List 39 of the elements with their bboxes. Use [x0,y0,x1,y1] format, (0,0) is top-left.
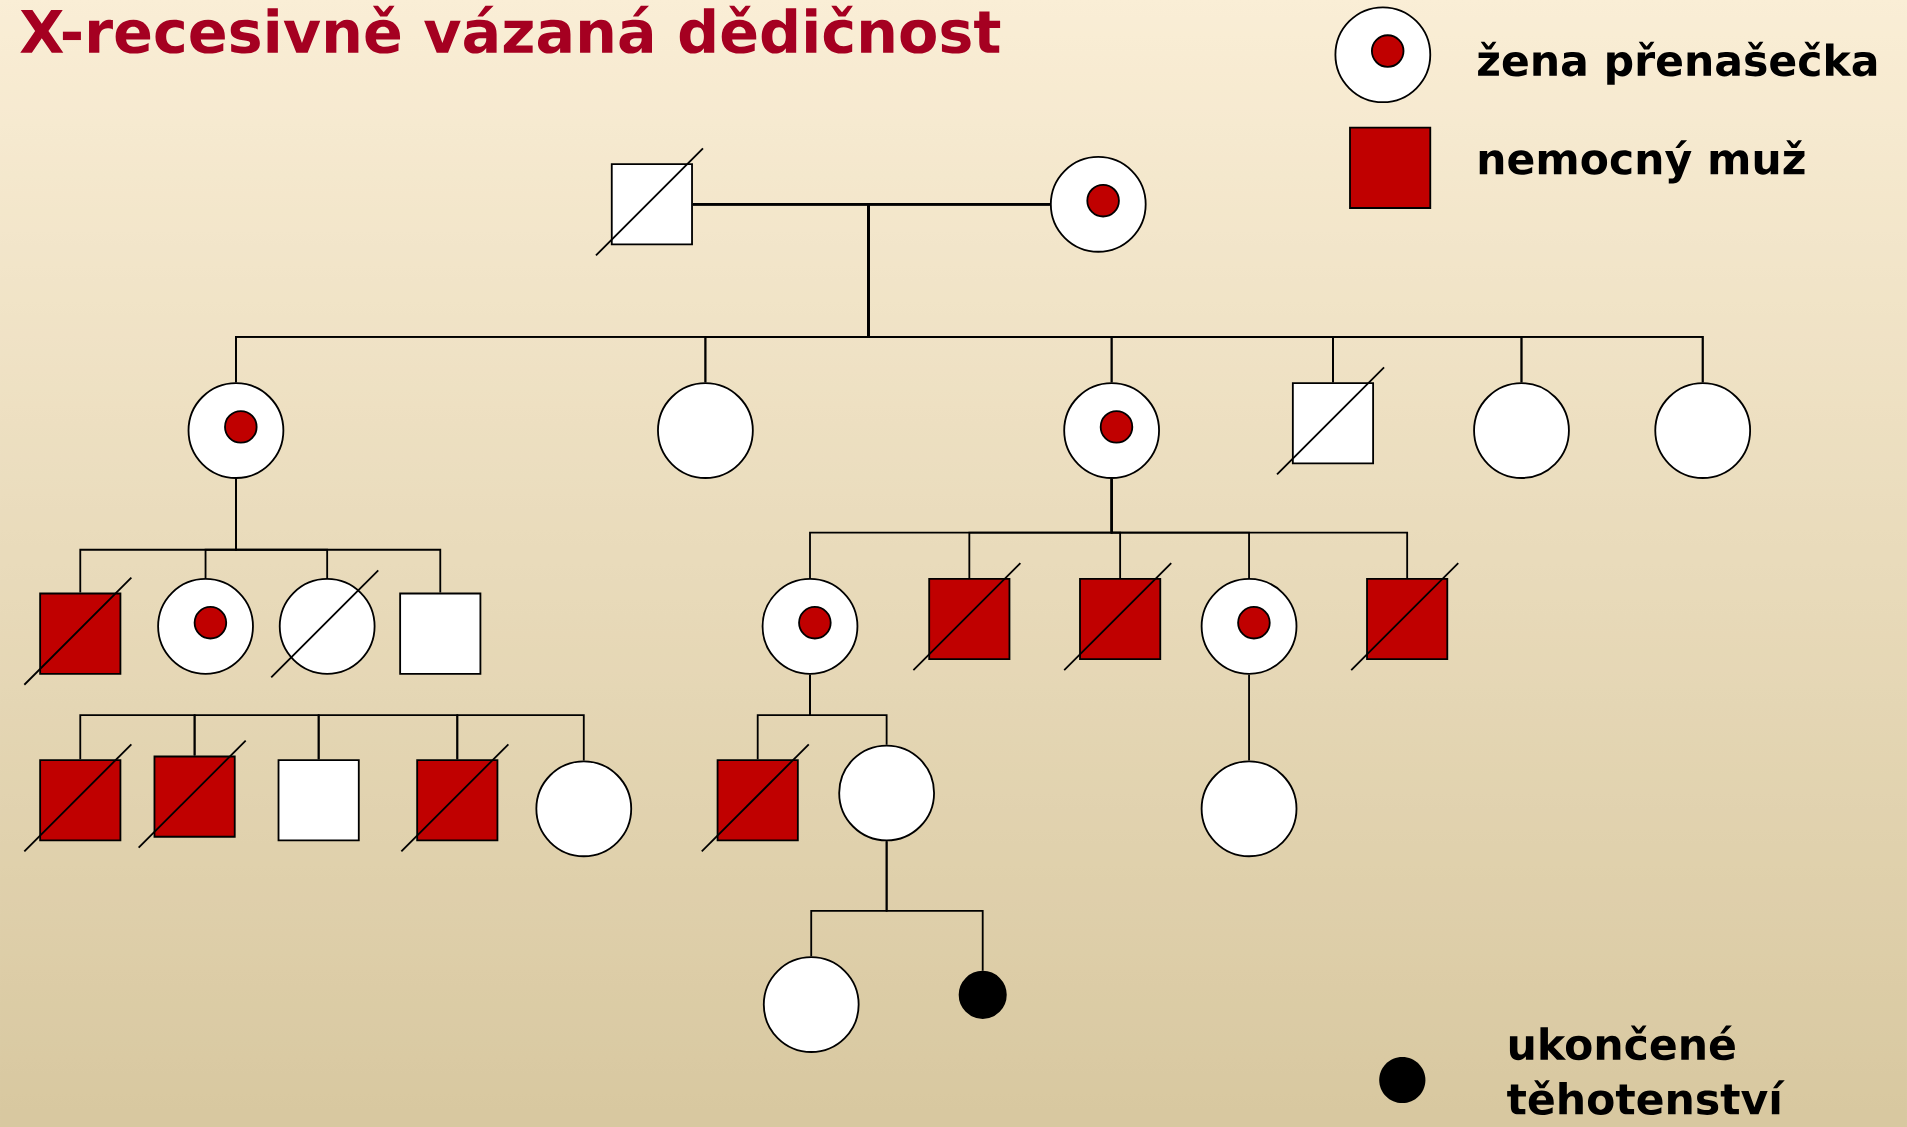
pedigree-line [809,673,888,746]
square-symbol [1063,562,1173,671]
square-symbol [23,576,133,686]
circle-symbol [535,760,633,857]
pedigree-line [79,714,196,760]
title: X-recesivně vázaná dědičnost [20,5,1001,54]
pedigree-line [317,714,459,760]
square-symbol [23,743,133,853]
square-symbol [400,743,510,853]
circle-symbol [187,382,285,479]
square-symbol [137,739,247,849]
dot-symbol [958,970,1007,1019]
pedigree-line [1248,673,1250,762]
square-symbol [1350,562,1460,671]
circle-symbol [761,577,859,675]
circle-symbol [838,744,935,842]
circle-symbol [1200,760,1298,857]
pedigree-line [456,714,585,762]
square-symbol [595,147,704,257]
square-symbol [912,562,1022,671]
square-symbol [700,743,810,853]
pedigree-line [885,840,984,972]
circle-symbol [1200,577,1298,675]
circle-symbol [762,956,860,1053]
circle-symbol [1063,382,1160,479]
square-symbol [1276,366,1385,476]
circle-symbol [657,382,754,479]
pedigree-line [867,203,1704,383]
legend-text: ukončené těhotenství [1507,1025,1785,1115]
legend-text: žena přenašečka [1478,41,1877,85]
pedigree-line [1110,477,1409,579]
square-symbol [277,759,360,842]
circle-symbol [1654,382,1752,479]
square-symbol [399,592,482,675]
circle-symbol [157,577,254,675]
circle-symbol [1049,155,1147,253]
legend-text: nemocný muž [1479,139,1805,184]
circle-symbol [1473,382,1570,479]
circle-symbol [270,569,380,679]
